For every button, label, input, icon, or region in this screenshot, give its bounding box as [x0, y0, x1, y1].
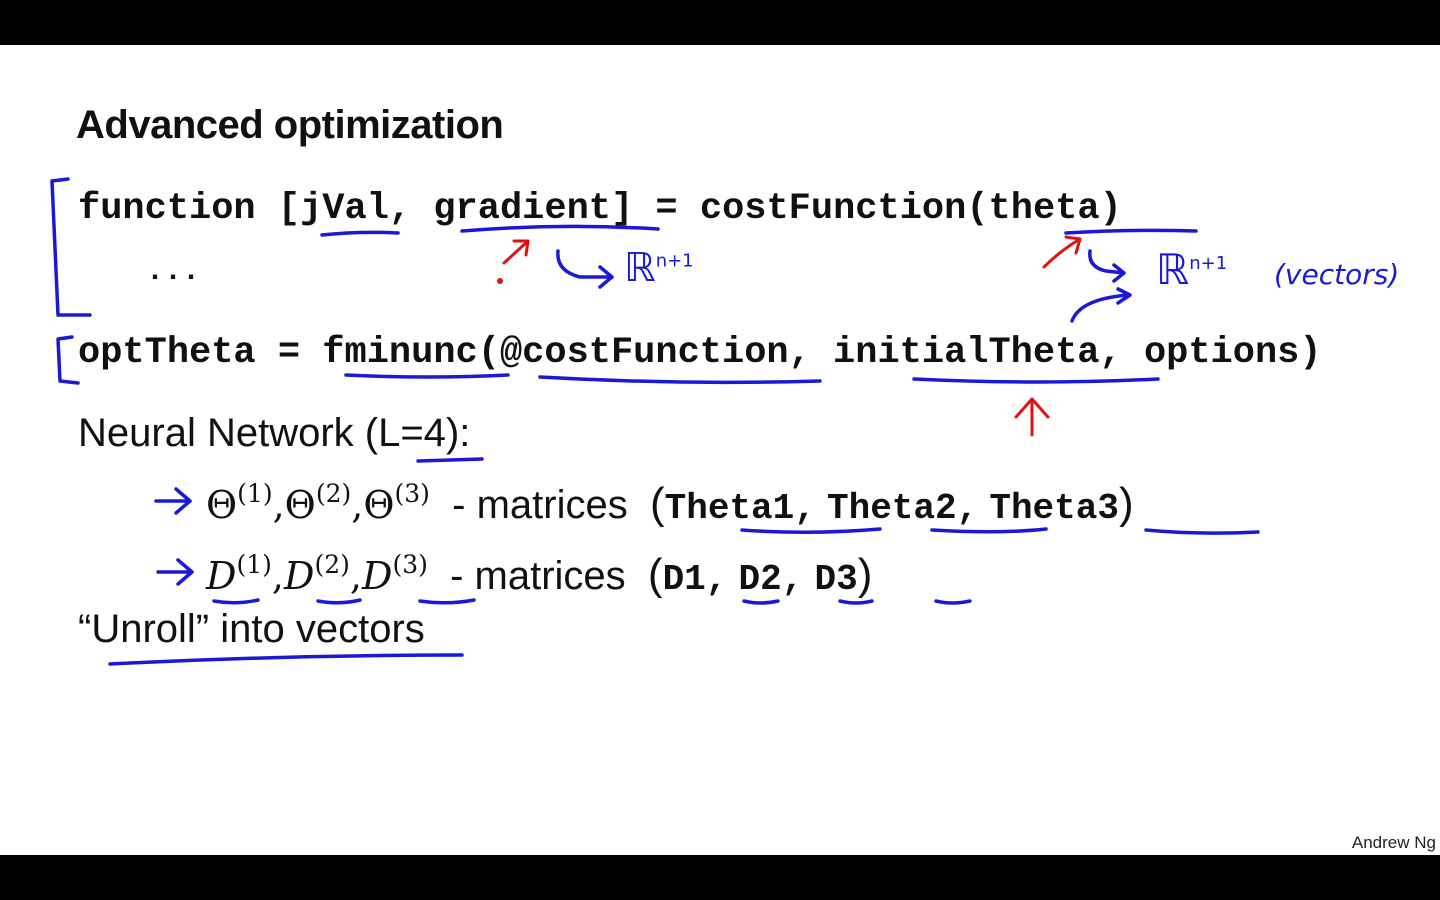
- arg-theta: theta: [988, 188, 1100, 230]
- theta-row: Θ(1),Θ(2),Θ(3) - matrices (Theta1, Theta…: [206, 479, 1134, 529]
- paren-right: ): [1299, 332, 1322, 374]
- reals-annotation-1: ℝn+1: [624, 245, 694, 291]
- reals-annotation-2: ℝn+1: [1156, 245, 1228, 294]
- ellipsis: ...: [146, 255, 201, 289]
- bracket-stroke-2: [56, 335, 80, 385]
- slide-title: Advanced optimization: [76, 103, 504, 147]
- underline-unroll: [108, 653, 464, 666]
- underline-d3: [418, 598, 476, 605]
- m-theta1: Theta1: [664, 488, 795, 529]
- underline-costfunction: [538, 375, 822, 385]
- comma: ,: [388, 188, 412, 230]
- paren-left: (: [477, 332, 500, 374]
- m-d2: D2: [738, 559, 782, 600]
- vectors-annotation: (vectors): [1274, 258, 1400, 291]
- paren-left: (: [647, 550, 663, 599]
- bracket-left: [: [277, 188, 301, 230]
- underline-m-d2: [838, 599, 874, 605]
- m-theta2: Theta2: [826, 488, 957, 529]
- lhs-opttheta: optTheta: [78, 332, 256, 374]
- nn-label: Neural Network (: [78, 411, 379, 455]
- underline-theta3: [1144, 528, 1260, 535]
- out-jval: jVal: [300, 188, 389, 230]
- red-arrow-theta: [1042, 235, 1082, 269]
- out-gradient: gradient: [433, 188, 611, 230]
- code-line-costfunction: function [jVal, gradient] = costFunction…: [78, 188, 1122, 230]
- underline-theta1: [740, 527, 882, 535]
- bracket-right: ]: [610, 188, 634, 230]
- equals: =: [277, 332, 301, 374]
- hook-arrow-3: [1070, 287, 1132, 323]
- theta-2: Θ(2): [284, 479, 352, 527]
- author-footer: Andrew Ng: [1351, 833, 1436, 852]
- theta-1: Θ(1): [206, 479, 273, 527]
- arg-initialtheta: initialTheta: [833, 332, 1100, 374]
- d-desc: - matrices: [450, 554, 626, 598]
- paren-left: (: [966, 188, 989, 230]
- fn-fminunc: fminunc: [322, 332, 478, 374]
- nn-close: ):: [445, 411, 471, 455]
- paren-right: ): [1118, 479, 1134, 528]
- underline-l4: [416, 457, 484, 463]
- underline-theta: [1064, 228, 1198, 235]
- slide: Advanced optimization function [jVal, gr…: [0, 45, 1440, 855]
- paren-right: ): [1099, 188, 1122, 230]
- m-theta3: Theta3: [989, 488, 1119, 529]
- hook-arrow-1: [556, 249, 614, 289]
- code-line-fminunc: optTheta = fminunc(@costFunction, initia…: [78, 332, 1322, 374]
- red-arrow-initialtheta: [1014, 397, 1050, 437]
- nn-layers: L=4: [378, 411, 446, 455]
- arg-costfunction-handle: @costFunction: [499, 332, 789, 374]
- fn-costfunction: costFunction: [699, 188, 967, 230]
- comma: ,: [1099, 332, 1122, 374]
- theta-desc: - matrices: [452, 483, 628, 527]
- comma: ,: [788, 332, 811, 374]
- theta-3: Θ(3): [363, 479, 430, 527]
- kw-function: function: [78, 188, 256, 230]
- underline-m-d1: [742, 599, 780, 605]
- d-1: D(1): [206, 550, 272, 598]
- red-arrow-gradient: [502, 239, 530, 265]
- underline-initialtheta: [912, 377, 1160, 384]
- underline-jval: [320, 230, 400, 237]
- arrow-theta: [154, 487, 192, 515]
- m-d1: D1: [662, 559, 706, 600]
- red-dot: [497, 278, 503, 284]
- hook-arrow-2: [1088, 249, 1126, 283]
- underline-fminunc: [344, 373, 510, 379]
- arg-options: options: [1143, 332, 1300, 374]
- unroll-text: “Unroll” into vectors: [78, 607, 425, 651]
- underline-d2: [316, 598, 362, 605]
- equals: =: [655, 188, 678, 230]
- paren-right: ): [857, 550, 873, 599]
- paren-left: (: [649, 479, 665, 528]
- d-2: D(2): [283, 550, 350, 598]
- d-3: D(3): [361, 550, 428, 598]
- m-d3: D3: [814, 559, 858, 600]
- underline-theta2: [930, 527, 1048, 534]
- d-row: D(1),D(2),D(3) - matrices (D1, D2, D3): [206, 550, 873, 600]
- underline-d1: [212, 598, 260, 605]
- arrow-d: [156, 558, 194, 586]
- underline-m-d3: [934, 599, 972, 605]
- nn-heading: Neural Network (L=4):: [78, 411, 470, 456]
